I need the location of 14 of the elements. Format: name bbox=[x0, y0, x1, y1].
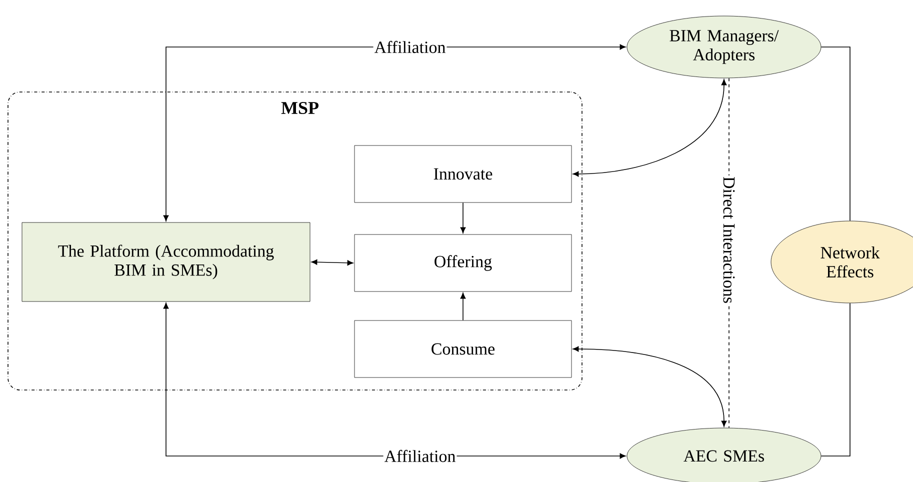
connector-line bbox=[820, 302, 850, 456]
arrow bbox=[460, 292, 466, 321]
arrow bbox=[460, 202, 466, 234]
process-box: Innovate bbox=[354, 145, 572, 203]
process-box: Offering bbox=[354, 234, 572, 292]
connector-line bbox=[820, 46, 850, 222]
arrow bbox=[572, 346, 727, 427]
edge-label: Affiliation bbox=[373, 40, 447, 54]
platform-box: The Platform (Accommodating BIM in SMEs) bbox=[22, 222, 310, 302]
arrow bbox=[311, 260, 354, 266]
arrow bbox=[572, 79, 727, 177]
process-box: Consume bbox=[354, 320, 572, 378]
edge-label: Direct Interactions bbox=[722, 176, 736, 304]
edge-label: Affiliation bbox=[383, 448, 457, 464]
